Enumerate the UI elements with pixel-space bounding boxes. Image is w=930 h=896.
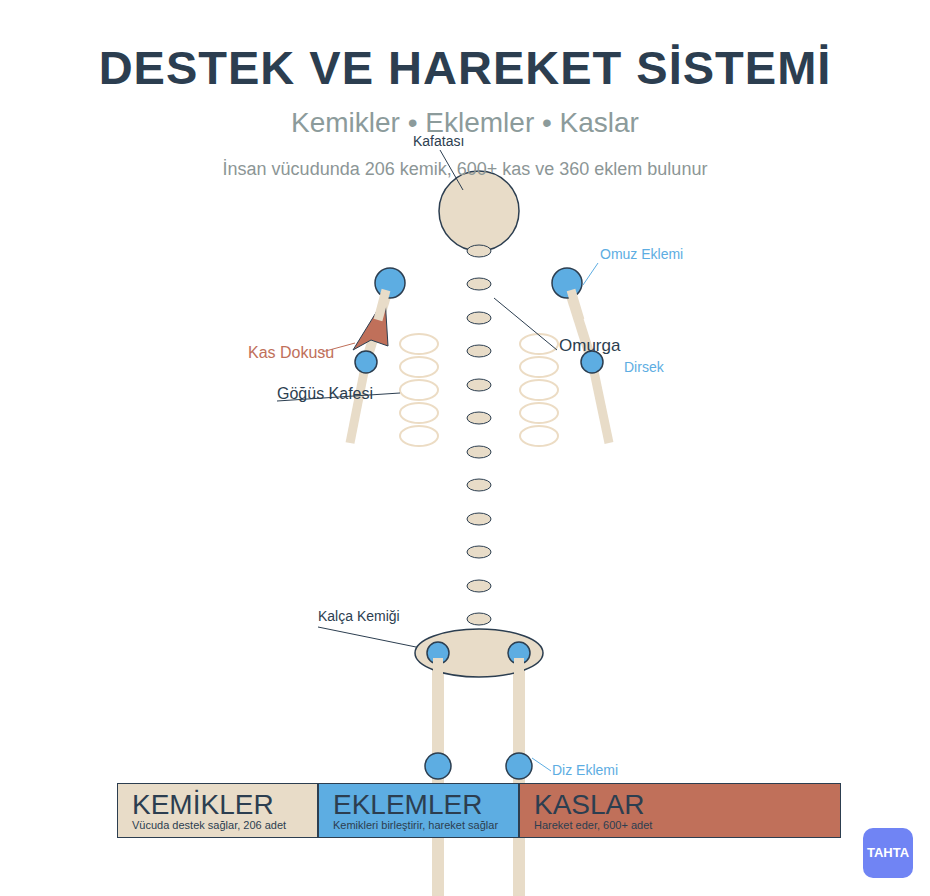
forearm [350,362,366,443]
box-heading: KEMİKLER [132,790,303,819]
part-label: Diz Eklemi [552,763,618,778]
rib-cage [400,334,558,446]
watermark: TAHTA [863,846,913,860]
thigh-bone [514,658,524,700]
part-label: Omurga [559,337,620,356]
subtitle: Kemikler • Eklemler • Kaslar [0,108,930,139]
spine [467,245,491,625]
part-label: Kalça Kemiği [318,609,400,624]
leader-lines [277,150,598,771]
thigh-bone [513,653,525,766]
part-label: Kas Dokusu [248,344,334,362]
box-description: Vücuda destek sağlar, 206 adet [132,819,303,832]
logo-badge [863,828,913,878]
forearm [592,362,609,443]
part-label: Dirsek [624,360,664,375]
diagram-title: DESTEK VE HAREKET SİSTEMİ [0,42,930,94]
upper-arm [378,290,386,320]
part-label: Omuz Eklemi [600,247,683,262]
box-description: Hareket eder, 600+ adet [534,819,826,832]
band-box: EKLEMLERKemikleri birleştirir, hareket s… [318,783,519,838]
box-description: Kemikleri birleştirir, hareket sağlar [333,819,504,832]
band-box: KASLARHareket eder, 600+ adet [519,783,841,838]
part-label: Kafatası [413,134,464,149]
upper-arm [571,290,580,320]
box-heading: EKLEMLER [333,790,504,819]
part-label: Göğüs Kafesi [277,385,373,403]
box-heading: KASLAR [534,790,826,819]
skull [439,171,519,251]
thigh-bone [433,658,443,700]
band-box: KEMİKLERVücuda destek sağlar, 206 adet [117,783,318,838]
thigh-bone [432,653,444,766]
fact-line: İnsan vücudunda 206 kemik, 600+ kas ve 3… [0,160,930,180]
